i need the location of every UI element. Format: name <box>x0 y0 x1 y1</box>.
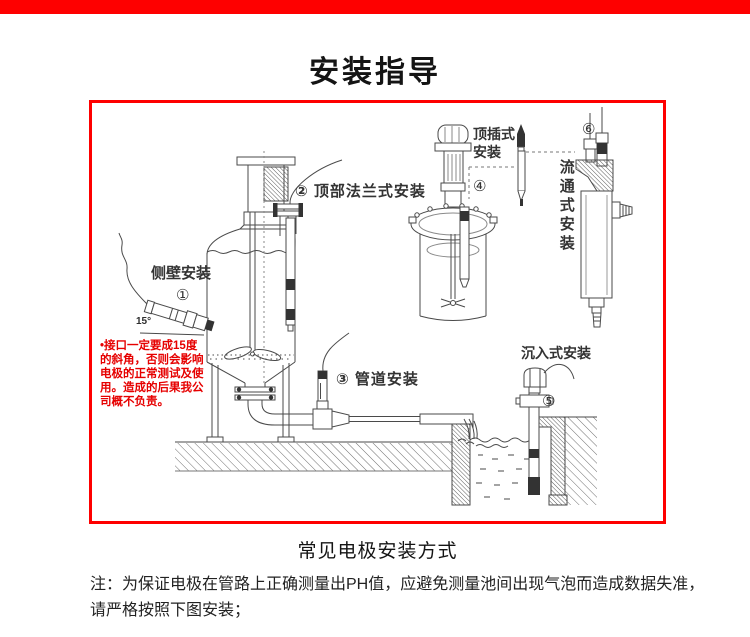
top-flange-electrode <box>273 159 343 332</box>
label-flow-through-install: 流通式安装 <box>557 159 575 254</box>
side-wall-electrode <box>118 232 215 336</box>
badge-number-1: ① <box>176 287 190 304</box>
label-submerged-install: 沉入式安装 <box>521 345 591 361</box>
badge-number-4: ④ <box>473 178 487 195</box>
figure-caption: 常见电极安装方式 <box>297 541 458 562</box>
warning-text: •接口一定要成15度 的斜角，否则会影响 电极的正常测试及使 用。造成的后果我公… <box>100 340 204 409</box>
label-top-flange-install: ② 顶部法兰式安装 <box>295 183 426 200</box>
probe-detail <box>517 124 575 206</box>
label-top-insert-install: 顶插式 安装 <box>473 126 515 161</box>
badge-number-5: ⑤ <box>542 393 556 410</box>
top-insert-assembly <box>408 124 516 321</box>
top-red-bar <box>0 0 750 14</box>
pipeline-electrode <box>247 332 462 430</box>
installation-diagram-art <box>118 107 633 506</box>
ground-and-pool <box>175 413 597 506</box>
badge-number-6: ⑥ <box>582 121 596 138</box>
installation-note: 注：为保证电极在管路上正确测量出PH值，应避免测量池间出现气泡而造成数据失准， … <box>90 576 705 619</box>
flow-through-cell <box>575 107 633 328</box>
label-side-wall-install: 侧壁安装 <box>151 265 212 282</box>
label-angle-15deg: 15° <box>136 316 152 327</box>
page-title: 安装指导 <box>309 56 441 89</box>
tank-group <box>206 151 296 443</box>
installation-figure: 侧壁安装 ① 15° •接口一定要成15度 的斜角，否则会影响 电极的正常测试及… <box>89 100 666 524</box>
label-pipeline-install: ③ 管道安装 <box>336 371 419 388</box>
submerged-electrode <box>515 364 575 495</box>
